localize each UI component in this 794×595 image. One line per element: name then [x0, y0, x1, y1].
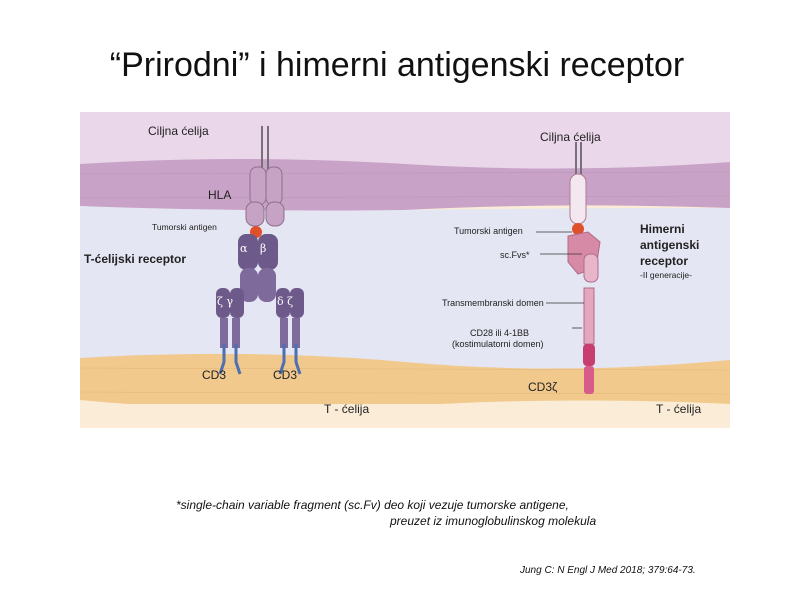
citation: Jung C: N Engl J Med 2018; 379:64-73.	[520, 565, 696, 576]
tcell-membrane	[80, 353, 730, 410]
hla-molecule	[245, 126, 285, 227]
cd3-label-b: CD3	[273, 368, 298, 382]
car-hinge-transmembrane	[583, 287, 595, 345]
alpha-chain-label: α	[240, 242, 248, 255]
tcr-label: T-ćelijski receptor	[84, 252, 187, 266]
tcell-lipid-texture	[80, 367, 730, 395]
transmembrane-label: Transmembranski domen	[442, 298, 544, 308]
beta-chain-label: β	[260, 242, 267, 255]
costim-label-line2: (kostimulatorni domen)	[452, 339, 544, 349]
tcell-interior	[80, 404, 730, 428]
footnote-line1: *single-chain variable fragment (sc.Fv) …	[176, 498, 569, 512]
car-title-line2: antigenski	[640, 238, 700, 252]
car-bound-antigen	[572, 223, 584, 235]
tcr-alpha-beta	[238, 234, 278, 302]
car-generation-label: -II generacije-	[640, 270, 692, 280]
delta-zeta-label: δ ζ	[277, 295, 294, 308]
hla-label: HLA	[208, 188, 232, 202]
target-lipid-texture	[80, 171, 730, 199]
car-costim-domain	[583, 344, 595, 366]
footnote-line2: preuzet iz imunoglobulinskog molekula	[390, 514, 597, 528]
cd3-complex-right	[276, 288, 304, 348]
car-title-line1: Himerni	[640, 222, 685, 236]
cd3-itam-tails	[218, 344, 302, 375]
car-title-line3: receptor	[640, 254, 689, 268]
cd3-label-a: CD3	[202, 368, 227, 382]
receptor-diagram: Ciljna ćelija HLA Tumorski antigen T-ćel…	[80, 112, 730, 428]
target-antigen-right	[569, 142, 587, 225]
leader-lines	[536, 231, 584, 329]
costim-label-line1: CD28 ili 4-1BB	[470, 328, 530, 338]
right-tumor-antigen-label: Tumorski antigen	[454, 226, 523, 236]
left-tcell-label: T - ćelija	[324, 402, 370, 416]
car-cd3zeta-domain	[584, 366, 594, 394]
scfv-label: sc.Fvs*	[500, 250, 530, 260]
car-scfv	[567, 231, 601, 283]
diagram-canvas	[80, 112, 730, 428]
cd3-complex-left	[216, 288, 244, 348]
left-target-cell-label: Ciljna ćelija	[148, 124, 209, 138]
zeta-gamma-label: ζ γ	[217, 295, 234, 308]
cd3zeta-label: CD3ζ	[528, 380, 558, 394]
right-target-cell-label: Ciljna ćelija	[540, 130, 601, 144]
right-tcell-label: T - ćelija	[656, 402, 702, 416]
slide-title: “Prirodni” i himerni antigenski receptor	[109, 46, 685, 84]
left-tumor-antigen-label: Tumorski antigen	[152, 222, 217, 232]
